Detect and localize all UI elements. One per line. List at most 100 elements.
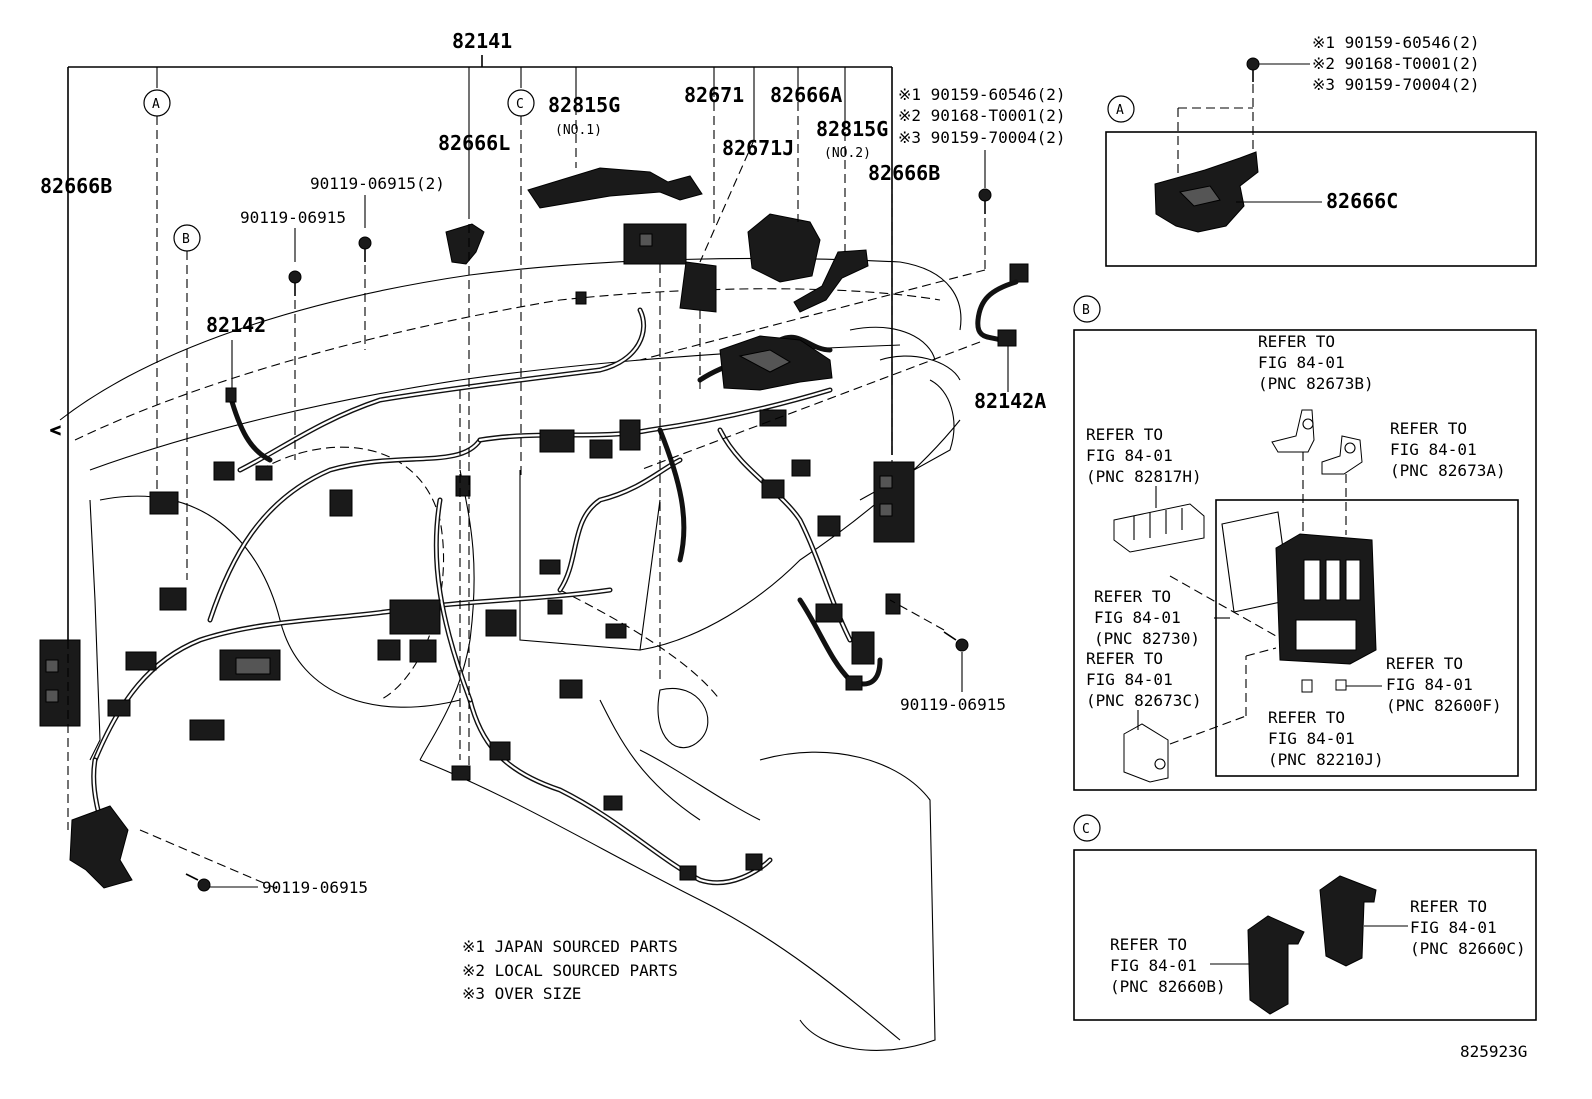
- svg-text:C: C: [516, 97, 524, 112]
- svg-text:FIG 84-01: FIG 84-01: [1410, 918, 1497, 937]
- label-82666l: 82666L: [438, 131, 510, 155]
- legend-item: ※3 OVER SIZE: [462, 984, 581, 1003]
- svg-text:FIG 84-01: FIG 84-01: [1386, 675, 1473, 694]
- ref-82673a: REFER TO FIG 84-01 (PNC 82673A): [1390, 419, 1506, 480]
- part-82666b-right: [873, 461, 915, 543]
- center-bracket-82666: [719, 335, 833, 391]
- ref-82817h: REFER TO FIG 84-01 (PNC 82817H): [1086, 425, 1202, 486]
- label-bolt-90119-a: 90119-06915: [240, 208, 346, 227]
- svg-text:REFER TO: REFER TO: [1258, 332, 1335, 351]
- svg-text:FIG 84-01: FIG 84-01: [1086, 446, 1173, 465]
- bolt-icon: [185, 873, 258, 892]
- svg-text:REFER TO: REFER TO: [1086, 649, 1163, 668]
- bolt-note: ※3 90159-70004(2): [1312, 75, 1480, 94]
- svg-text:REFER TO: REFER TO: [1086, 425, 1163, 444]
- part-82666l: [445, 223, 485, 265]
- svg-text:A: A: [152, 97, 160, 112]
- figure-id: 825923G: [1460, 1042, 1527, 1061]
- bolt-note: ※1 90159-60546(2): [1312, 33, 1480, 52]
- part-82671: [623, 223, 687, 265]
- svg-text:REFER TO: REFER TO: [1410, 897, 1487, 916]
- leader-lines-82141: [67, 55, 893, 640]
- ref-82730: REFER TO FIG 84-01 (PNC 82730): [1094, 587, 1200, 648]
- main-harness: [91, 307, 883, 886]
- label-82666b-left: 82666B: [40, 174, 112, 198]
- svg-text:B: B: [182, 232, 190, 247]
- svg-text:FIG 84-01: FIG 84-01: [1390, 440, 1477, 459]
- bolt-note: ※1 90159-60546(2): [898, 85, 1066, 104]
- svg-text:A: A: [1116, 103, 1124, 118]
- svg-text:FIG 84-01: FIG 84-01: [1110, 956, 1197, 975]
- svg-text:REFER TO: REFER TO: [1268, 708, 1345, 727]
- label-bolt-90119-c: 90119-06915: [262, 878, 368, 897]
- svg-text:C: C: [1082, 822, 1090, 837]
- svg-text:FIG 84-01: FIG 84-01: [1086, 670, 1173, 689]
- svg-text:REFER TO: REFER TO: [1386, 654, 1463, 673]
- label-82666b-right: 82666B: [868, 161, 940, 185]
- callout-c-main: C: [507, 89, 535, 480]
- svg-text:FIG 84-01: FIG 84-01: [1258, 353, 1345, 372]
- svg-text:REFER TO: REFER TO: [1390, 419, 1467, 438]
- svg-text:(PNC 82730): (PNC 82730): [1094, 629, 1200, 648]
- label-82815g-no2: 82815G: [816, 117, 888, 141]
- bolt-icon: [1246, 57, 1310, 82]
- svg-text:(PNC 82673A): (PNC 82673A): [1390, 461, 1506, 480]
- ref-82210j: REFER TO FIG 84-01 (PNC 82210J): [1268, 708, 1384, 769]
- part-82666a: [747, 213, 821, 283]
- detail-a: A ※1 90159-60546(2) ※2 90168-T0001(2) ※3…: [1105, 33, 1537, 267]
- svg-text:(PNC 82600F): (PNC 82600F): [1386, 696, 1502, 715]
- bolt-note: ※3 90159-70004(2): [898, 128, 1066, 147]
- bolt-note: ※2 90168-T0001(2): [1312, 54, 1480, 73]
- callout-b-main: B: [173, 224, 201, 580]
- legend: ※1 JAPAN SOURCED PARTS ※2 LOCAL SOURCED …: [462, 937, 678, 1003]
- legend-item: ※1 JAPAN SOURCED PARTS: [462, 937, 678, 956]
- svg-text:(PNC 82660B): (PNC 82660B): [1110, 977, 1226, 996]
- label-82815g-no1: 82815G: [548, 93, 620, 117]
- part-82142a: [975, 263, 1029, 392]
- detail-b: B REFER TO FIG 84-01 (PNC 82673B) REFER …: [1073, 295, 1537, 791]
- label-bolt-90119-b: 90119-06915: [900, 695, 1006, 714]
- part-82815g-no2: [793, 249, 869, 313]
- svg-text:FIG 84-01: FIG 84-01: [1094, 608, 1181, 627]
- bolt-icon: [358, 195, 372, 350]
- bolt-note: ※2 90168-T0001(2): [898, 106, 1066, 125]
- ref-82660c: REFER TO FIG 84-01 (PNC 82660C): [1410, 897, 1526, 958]
- svg-text:(PNC 82660C): (PNC 82660C): [1410, 939, 1526, 958]
- guide-lines: [67, 88, 981, 830]
- bolt-icon: [639, 150, 992, 361]
- label-82666a: 82666A: [770, 83, 842, 107]
- svg-text:REFER TO: REFER TO: [1110, 935, 1187, 954]
- part-82666b-left: [39, 639, 81, 727]
- label-82815g-no2-sub: (NO.2): [824, 146, 871, 161]
- svg-text:(PNC 82817H): (PNC 82817H): [1086, 467, 1202, 486]
- label-bolt-90119-2: 90119-06915(2): [310, 174, 445, 193]
- label-82666c: 82666C: [1326, 189, 1398, 213]
- label-82141: 82141: [452, 29, 512, 53]
- part-82671j: [679, 261, 717, 313]
- bolt-icon: [889, 599, 969, 692]
- bolt-notes-center: ※1 90159-60546(2) ※2 90168-T0001(2) ※3 9…: [898, 85, 1066, 147]
- legend-item: ※2 LOCAL SOURCED PARTS: [462, 961, 678, 980]
- label-82142: 82142: [206, 313, 266, 337]
- svg-text:B: B: [1082, 303, 1090, 318]
- edge-mark: <: [50, 420, 61, 441]
- detail-c: C REFER TO FIG 84-01 (PNC 82660B) REFER …: [1073, 814, 1537, 1021]
- label-82815g-no1-sub: (NO.1): [555, 123, 602, 138]
- ref-82673b: REFER TO FIG 84-01 (PNC 82673B): [1258, 332, 1374, 393]
- label-82142a: 82142A: [974, 389, 1046, 413]
- ref-82673c: REFER TO FIG 84-01 (PNC 82673C): [1086, 649, 1202, 710]
- svg-text:(PNC 82673C): (PNC 82673C): [1086, 691, 1202, 710]
- part-82815g-no1: [527, 167, 703, 209]
- label-82671j: 82671J: [722, 136, 794, 160]
- part-lower-left-bracket: [69, 805, 133, 889]
- svg-text:(PNC 82210J): (PNC 82210J): [1268, 750, 1384, 769]
- svg-text:FIG 84-01: FIG 84-01: [1268, 729, 1355, 748]
- bolt-icon: [288, 228, 302, 460]
- svg-text:(PNC 82673B): (PNC 82673B): [1258, 374, 1374, 393]
- ref-82660b: REFER TO FIG 84-01 (PNC 82660B): [1110, 935, 1226, 996]
- ref-82600f: REFER TO FIG 84-01 (PNC 82600F): [1386, 654, 1502, 715]
- harness-connectors: [107, 291, 901, 881]
- callout-a-main: A: [143, 89, 171, 490]
- svg-text:REFER TO: REFER TO: [1094, 587, 1171, 606]
